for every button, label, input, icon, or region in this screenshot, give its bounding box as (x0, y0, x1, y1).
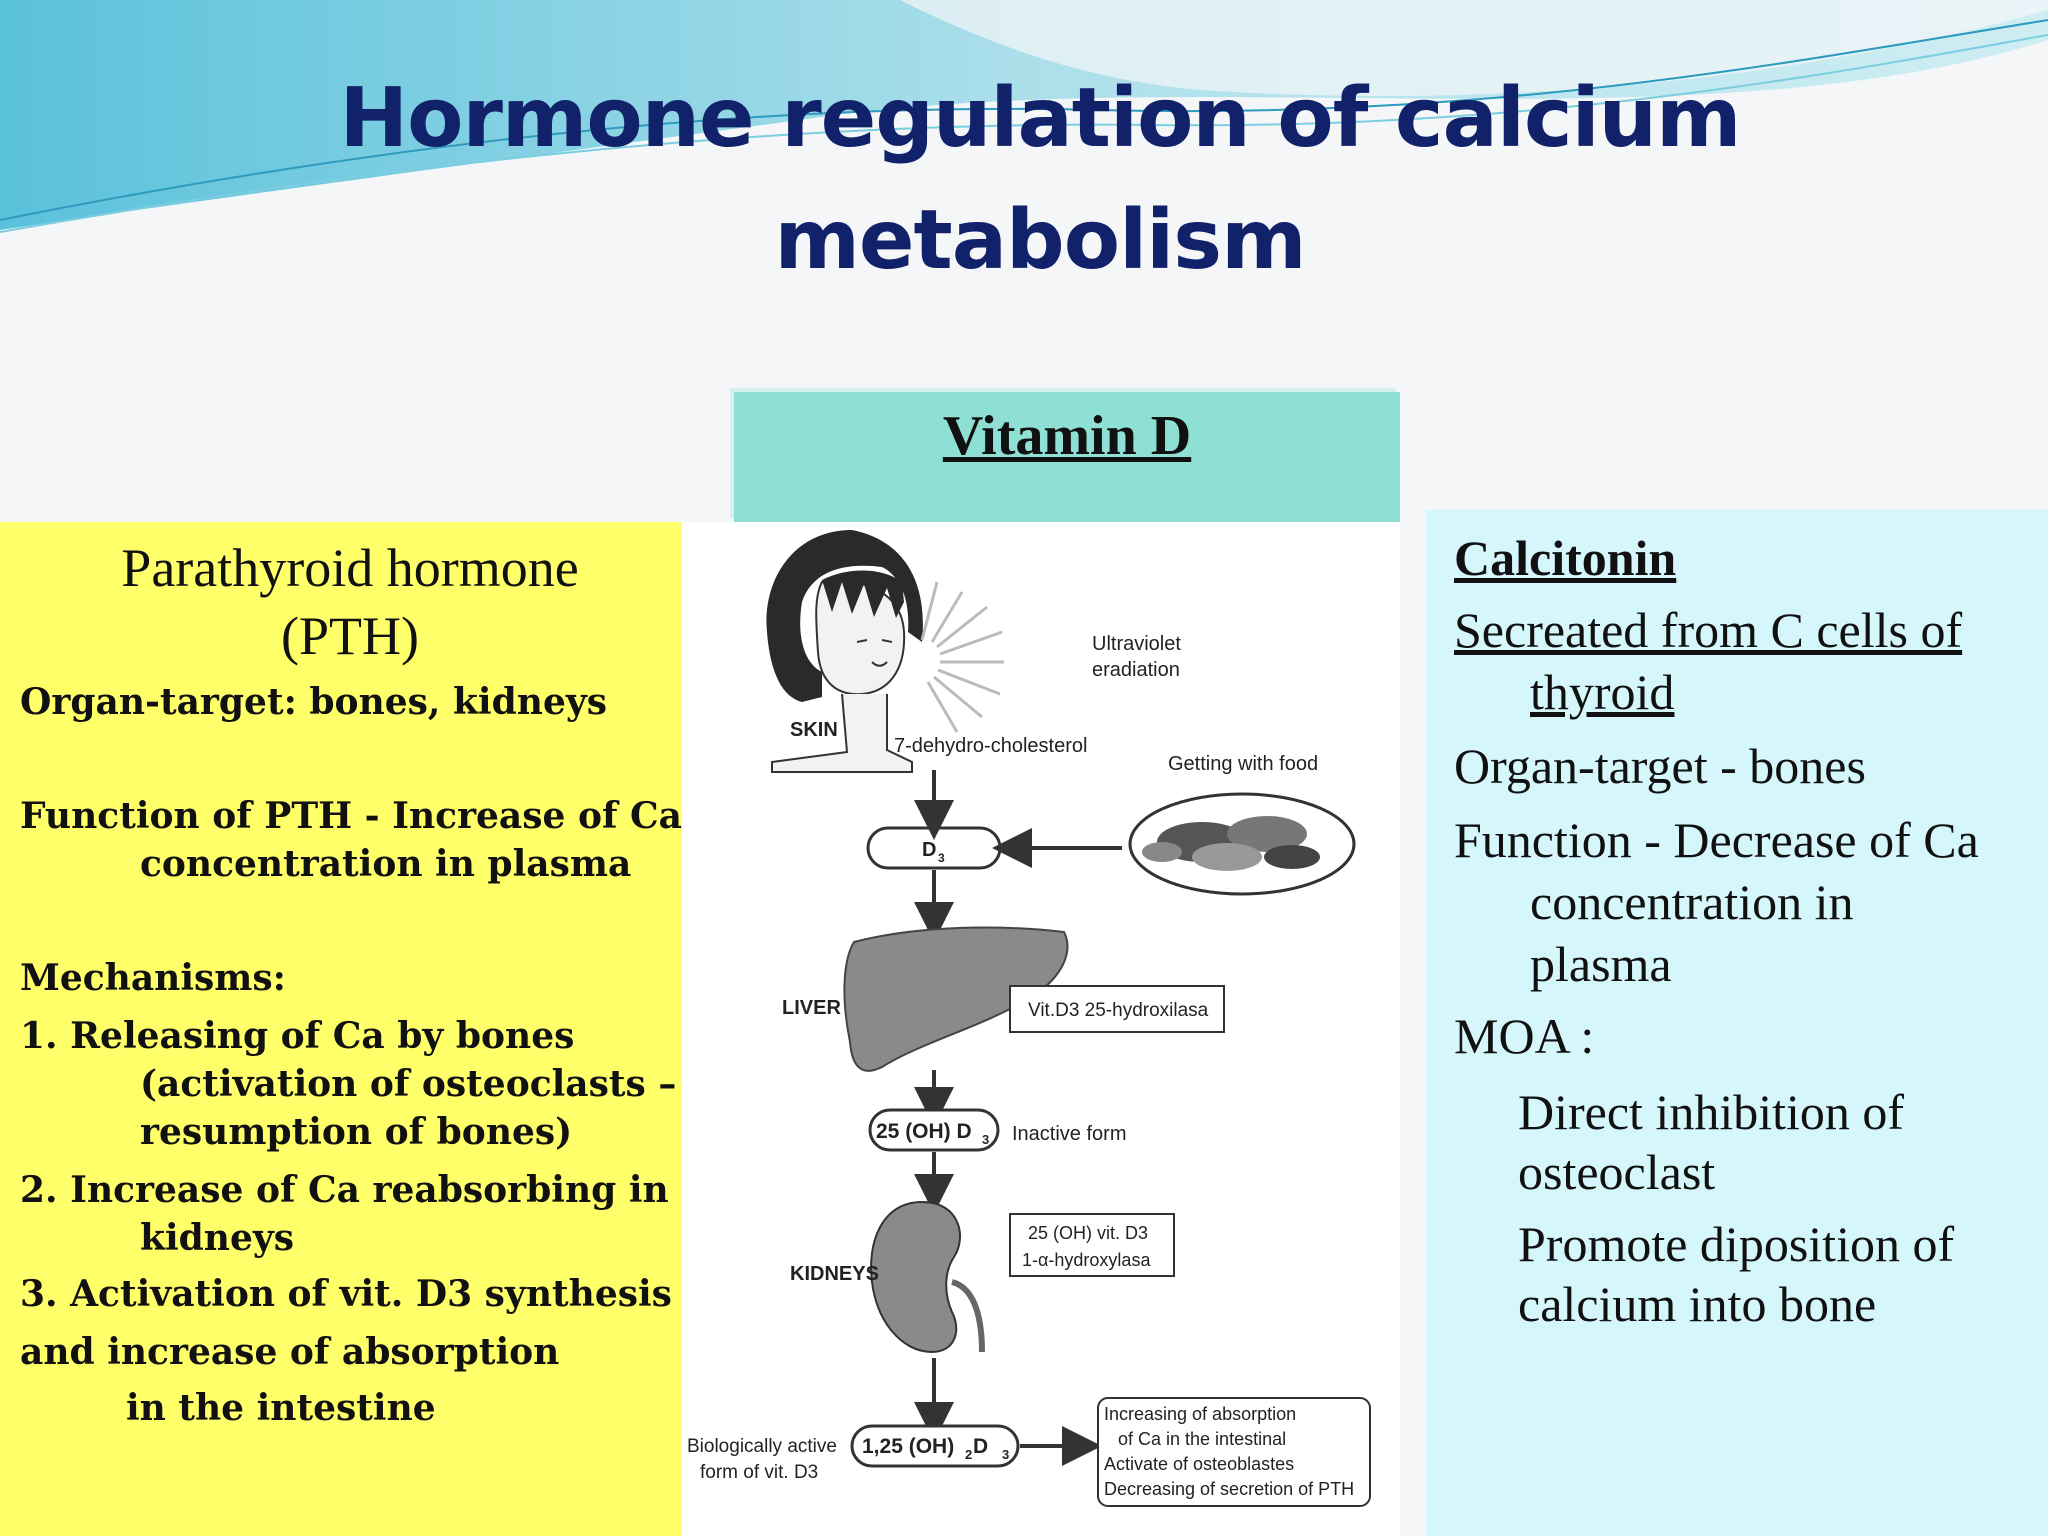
calcitonin-moa-1-line-2: osteoclast (1518, 1144, 1716, 1200)
background-waves (0, 0, 2048, 233)
pth-mechanism-2-line-1: 2. Increase of Ca reabsorbing in (20, 1169, 669, 1211)
effect-line-4: Decreasing of secretion of PTH (1104, 1479, 1354, 1499)
pth-panel: Parathyroid hormone (PTH) Organ-target: … (0, 522, 682, 1536)
title-line-1: Hormone regulation of calcium (339, 71, 1742, 166)
face-icon (766, 530, 923, 773)
vitamin-d-diagram: Ultraviolet eradiation SKIN 7-dehydro-ch… (682, 522, 1400, 1536)
active-label-line-1: Biologically active (687, 1436, 837, 1457)
slide-title: Hormone regulation of calcium metabolism (250, 58, 1830, 302)
pth-mechanism-3-line-2: and increase of absorption (20, 1331, 560, 1373)
kidney-enzyme-line-2: 1-α-hydroxylasa (1022, 1250, 1151, 1270)
calcitonin-function-line-2: concentration in (1530, 874, 1854, 930)
d3-subscript: 3 (938, 851, 945, 865)
kidneys-label: KIDNEYS (790, 1263, 879, 1285)
active-form-subscript-2: 3 (1002, 1447, 1009, 1462)
pth-mechanism-3-line-1: 3. Activation of vit. D3 synthesis (20, 1273, 672, 1315)
liver-enzyme-label: Vit.D3 25-hydroxilasa (1028, 1000, 1209, 1021)
active-d3-node (850, 1424, 1020, 1468)
food-label: Getting with food (1168, 753, 1318, 775)
calcitonin-moa-2-line-1: Promote diposition of (1518, 1216, 1955, 1272)
pth-mechanism-3-line-3: in the intestine (126, 1387, 436, 1429)
sun-icon (920, 581, 1004, 733)
effects-box (1097, 1397, 1371, 1507)
pth-heading-line-1: Parathyroid hormone (121, 538, 579, 598)
kidney-icon (870, 1200, 985, 1354)
calcitonin-function-line-1: Function - Decrease of Ca (1454, 812, 1979, 868)
title-line-2: metabolism (774, 193, 1306, 288)
effect-line-1: Increasing of absorption (1104, 1404, 1296, 1424)
active-form-subscript-1: 2 (965, 1447, 972, 1462)
active-form-label: 1,25 (OH) (862, 1435, 954, 1458)
kidney-enzyme-line-1: 25 (OH) vit. D3 (1028, 1223, 1148, 1243)
liver-label: LIVER (782, 997, 841, 1019)
active-form-d: D (973, 1435, 988, 1458)
liver-icon (843, 926, 1069, 1072)
active-label-line-2: form of vit. D3 (700, 1462, 818, 1483)
pth-mechanism-1-line-3: resumption of bones) (140, 1111, 573, 1153)
uv-label-1: Ultraviolet (1092, 633, 1181, 655)
uv-label-2: eradiation (1092, 659, 1180, 681)
pth-mechanism-1-line-1: 1. Releasing of Ca by bones (20, 1015, 575, 1057)
calcitonin-organ-target: Organ-target - bones (1454, 738, 1866, 794)
25oh-d3-node (868, 1108, 1000, 1152)
food-plate-icon (1128, 792, 1356, 896)
pth-function-line-1: Function of PTH - Increase of Ca (20, 795, 682, 837)
pth-mechanism-1-line-2: (activation of osteoclasts – (140, 1063, 677, 1105)
calcitonin-moa-label: MOA : (1454, 1008, 1595, 1064)
precursor-label: 7-dehydro-cholesterol (894, 735, 1087, 757)
effect-line-3: Activate of osteoblastes (1104, 1454, 1294, 1474)
liver-enzyme-box (1009, 985, 1225, 1033)
25oh-d3-subscript: 3 (982, 1132, 989, 1147)
d3-label: D (922, 839, 936, 861)
vitamin-d-heading: Vitamin D (942, 405, 1192, 467)
calcitonin-secreted-line-2: thyroid (1530, 664, 1675, 720)
calcitonin-moa-1-line-1: Direct inhibition of (1518, 1084, 1905, 1140)
pth-mechanism-2-line-2: kidneys (140, 1217, 295, 1259)
25oh-d3-label: 25 (OH) D (876, 1120, 972, 1143)
vitamin-d-pathway: Ultraviolet eradiation SKIN 7-dehydro-ch… (687, 530, 1371, 1507)
pth-heading-line-2: (PTH) (281, 606, 419, 666)
calcitonin-heading: Calcitonin (1454, 530, 1677, 586)
pth-function-line-2: concentration in plasma (140, 843, 632, 885)
calcitonin-panel: Calcitonin Secreated from C cells of thy… (1426, 510, 2048, 1536)
kidney-enzyme-box (1009, 1213, 1175, 1277)
effect-line-2: of Ca in the intestinal (1118, 1429, 1286, 1449)
skin-label: SKIN (790, 719, 838, 741)
calcitonin-secreted-line-1: Secreated from C cells of (1454, 602, 1963, 658)
inactive-form-label: Inactive form (1012, 1123, 1126, 1145)
pth-mechanisms-label: Mechanisms: (20, 957, 286, 999)
calcitonin-moa-2-line-2: calcium into bone (1518, 1276, 1877, 1332)
calcitonin-function-line-3: plasma (1530, 936, 1672, 992)
pth-organ-target: Organ-target: bones, kidneys (20, 681, 608, 723)
vitamin-d-header: Vitamin D (734, 392, 1400, 522)
